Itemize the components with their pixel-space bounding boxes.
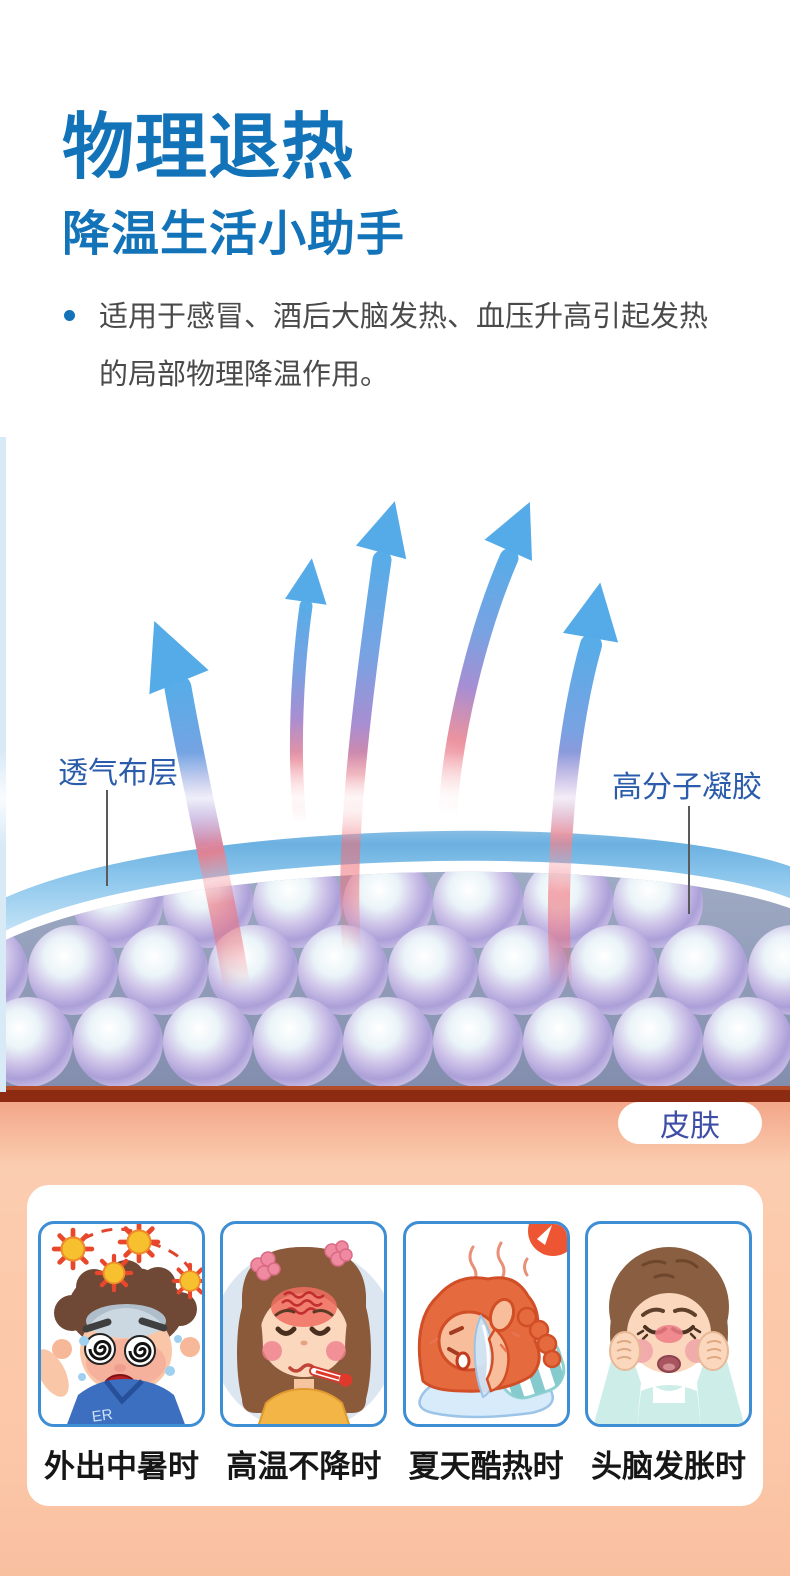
feature-bullet-text: 适用于感冒、酒后大脑发热、血压升高引起发热的局部物理降温作用。 bbox=[99, 301, 709, 391]
scenario-card bbox=[220, 1221, 388, 1427]
heat-arrows-graphic bbox=[149, 501, 619, 1002]
heatstroke-boy-icon: ER bbox=[41, 1221, 205, 1426]
scenario-label: 外出中暑时 bbox=[44, 1449, 199, 1484]
head-pressure-boy-icon bbox=[593, 1247, 745, 1424]
page-title: 物理退热 bbox=[62, 108, 355, 188]
polymer-gel-label: 高分子凝胶 bbox=[612, 771, 762, 804]
scenario-card bbox=[402, 1221, 570, 1427]
skin-label-pill: 皮肤 bbox=[618, 1102, 762, 1144]
breathable-fabric-band bbox=[0, 830, 790, 934]
bullet-dot-icon bbox=[64, 310, 75, 321]
scenario-cards-row: ER bbox=[38, 1221, 752, 1427]
breathable-layer-label: 透气布层 bbox=[58, 757, 178, 790]
scenario-card bbox=[584, 1221, 752, 1427]
scenario-label: 头脑发胀时 bbox=[590, 1449, 746, 1484]
scenario-label: 高温不降时 bbox=[226, 1449, 382, 1484]
feature-bullet: 适用于感冒、酒后大脑发热、血压升高引起发热的局部物理降温作用。 bbox=[64, 288, 734, 404]
summer-heat-girl-icon bbox=[417, 1224, 567, 1419]
breathable-layer-pointer-line bbox=[106, 790, 108, 886]
scenario-card: ER bbox=[38, 1221, 205, 1427]
gel-patch-graphic bbox=[0, 830, 790, 1102]
scenario-labels-row: 外出中暑时 高温不降时 夏天酷热时 头脑发胀时 bbox=[38, 1441, 752, 1486]
svg-text:ER: ER bbox=[91, 1406, 114, 1426]
scenario-label: 夏天酷热时 bbox=[408, 1449, 564, 1484]
polymer-gel-pointer-line bbox=[688, 806, 690, 914]
skin-label: 皮肤 bbox=[660, 1110, 720, 1143]
arrow-up-icon bbox=[340, 501, 407, 960]
usage-scenarios-panel: ER bbox=[27, 1185, 763, 1506]
fever-girl-icon bbox=[223, 1240, 385, 1424]
page-subtitle: 降温生活小助手 bbox=[62, 208, 406, 261]
white-fade-overlay bbox=[0, 752, 790, 844]
